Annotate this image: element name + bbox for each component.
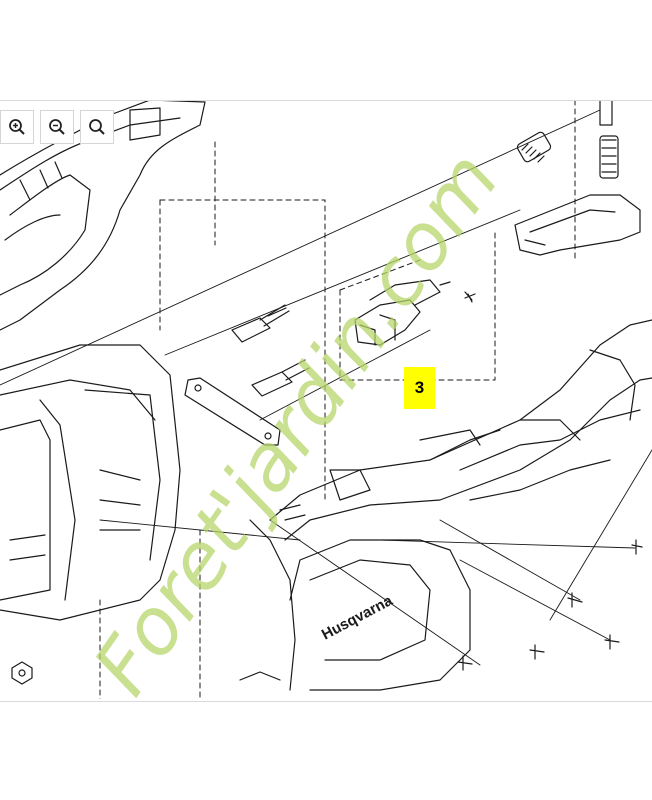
- switch-part: [354, 279, 473, 346]
- zoom-reset-button[interactable]: [80, 110, 114, 144]
- screws: [457, 293, 643, 671]
- watermark: Foret'jardin.com: [77, 136, 517, 710]
- watermark-text: Foret'jardin.com: [77, 136, 517, 710]
- zoom-out-icon: [49, 119, 65, 135]
- zoom-toolbar: [0, 110, 114, 144]
- part-callout-3[interactable]: 3: [404, 367, 435, 409]
- search-icon: [89, 119, 105, 135]
- callout-label: 3: [414, 378, 425, 397]
- brush-holders: [231, 304, 310, 397]
- spring-part: [516, 101, 619, 179]
- mounting-plate: [184, 377, 281, 446]
- zoom-in-button[interactable]: [0, 110, 34, 144]
- nut-part: [11, 661, 281, 685]
- dashed-leaders: [99, 101, 576, 699]
- zoom-out-button[interactable]: [40, 110, 74, 144]
- main-handle-housing: [249, 319, 652, 691]
- zoom-in-icon: [9, 119, 25, 135]
- motor-housing: [0, 344, 181, 621]
- diagram-viewer: [0, 100, 652, 702]
- trigger-part: [514, 194, 641, 256]
- brand-label: Husqvarna: [319, 592, 396, 644]
